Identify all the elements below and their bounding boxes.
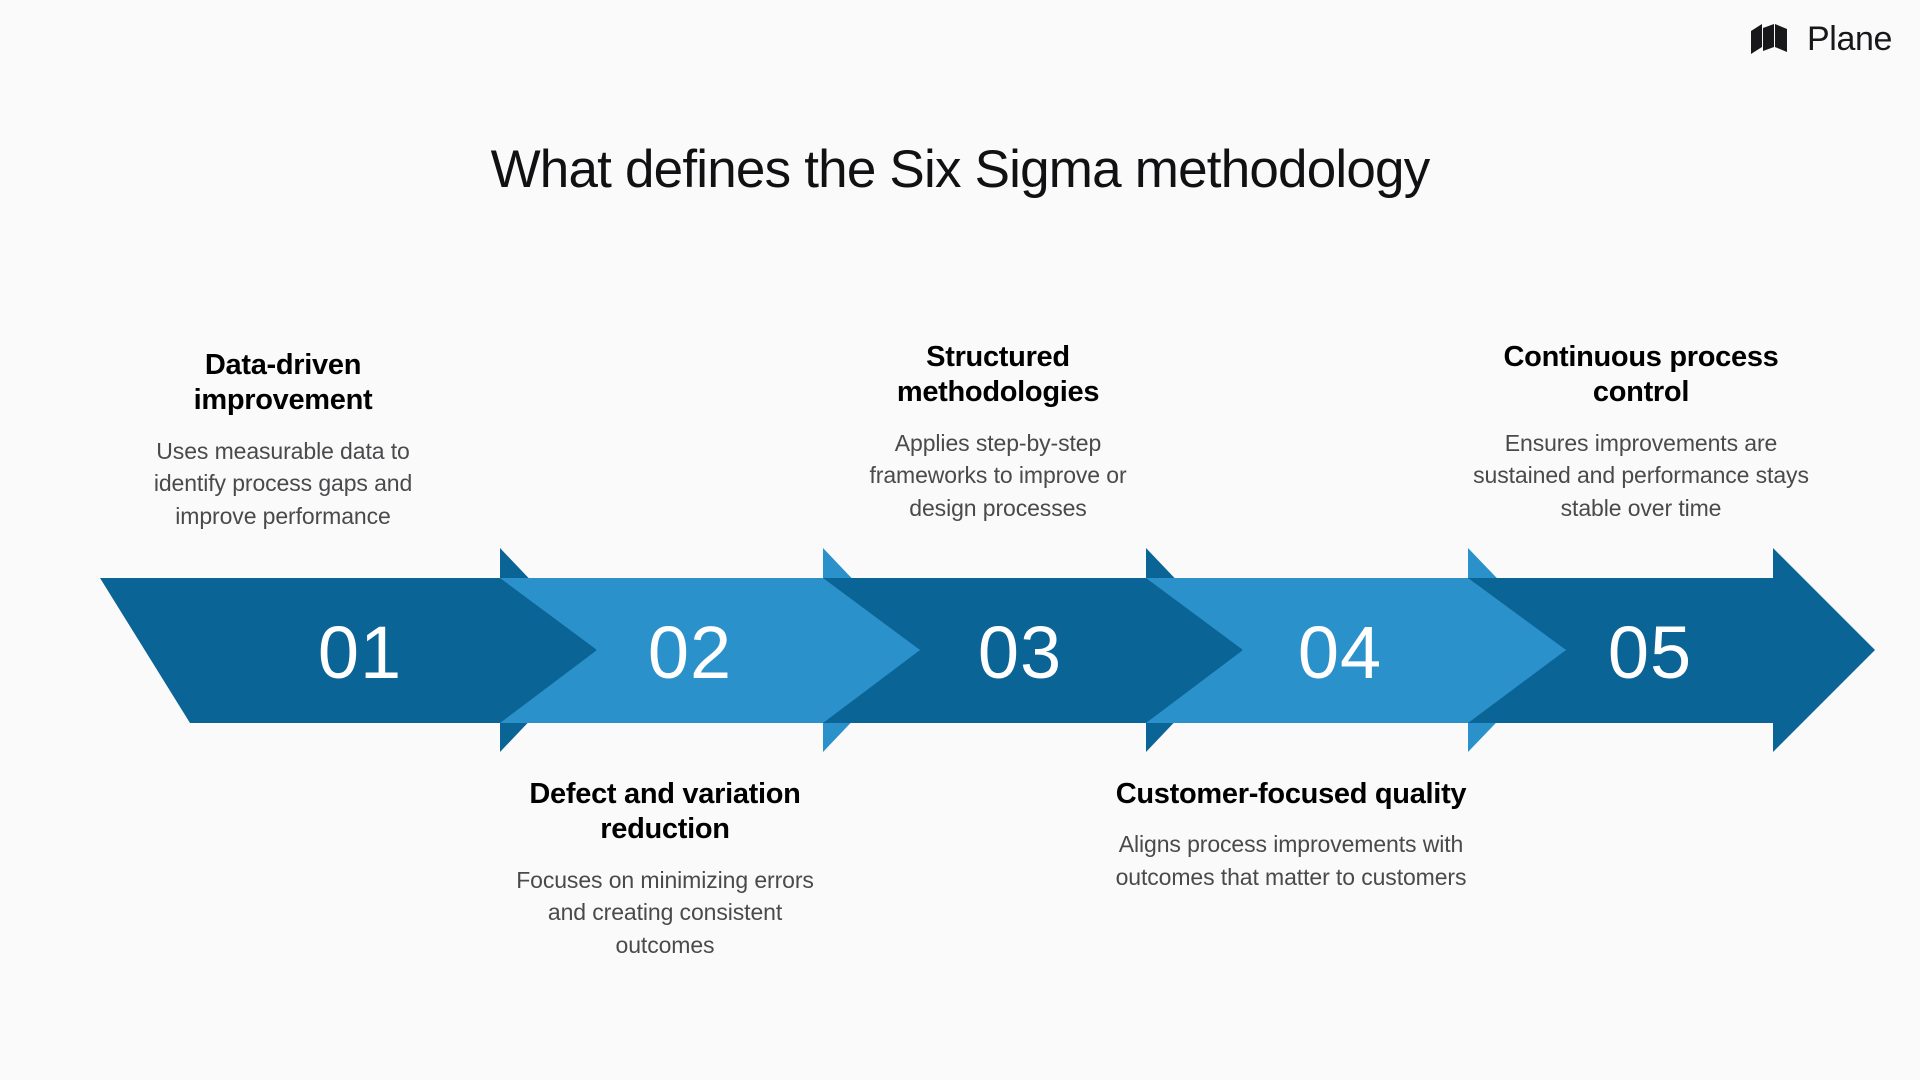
brand-name: Plane	[1807, 20, 1892, 58]
brand-logo: Plane	[1749, 22, 1892, 56]
step-card-01-title: Data-driven improvement	[193, 349, 373, 417]
plane-logo-mark-icon	[1751, 24, 1788, 54]
step-number-04: 04	[1297, 611, 1383, 694]
step-card-03: Structured methodologies Applies step-by…	[838, 340, 1158, 525]
step-number-05: 05	[1607, 611, 1693, 694]
step-card-04: Customer-focused quality Aligns process …	[1110, 777, 1472, 894]
step-card-05-description: Ensures improvements are sustained and p…	[1473, 429, 1809, 522]
step-card-01-description: Uses measurable data to identify process…	[153, 437, 413, 530]
step-card-04-description: Aligns process improvements with outcome…	[1115, 831, 1467, 891]
step-card-03-description: Applies step-by-step frameworks to impro…	[869, 429, 1127, 522]
step-card-04-title: Customer-focused quality	[1115, 778, 1467, 810]
step-card-02-title: Defect and variation reduction	[529, 778, 801, 846]
step-number-03: 03	[977, 611, 1063, 694]
step-number-01: 01	[317, 611, 403, 694]
step-card-02-description: Focuses on minimizing errors and creatin…	[516, 866, 814, 959]
step-card-03-title: Structured methodologies	[896, 341, 1100, 409]
step-card-01: Data-driven improvement Uses measurable …	[118, 348, 448, 533]
step-card-02: Defect and variation reduction Focuses o…	[500, 777, 830, 962]
step-number-02: 02	[647, 611, 733, 694]
step-card-05: Continuous process control Ensures impro…	[1455, 340, 1827, 525]
step-card-05-title: Continuous process control	[1503, 341, 1779, 409]
page-title: What defines the Six Sigma methodology	[490, 140, 1431, 199]
